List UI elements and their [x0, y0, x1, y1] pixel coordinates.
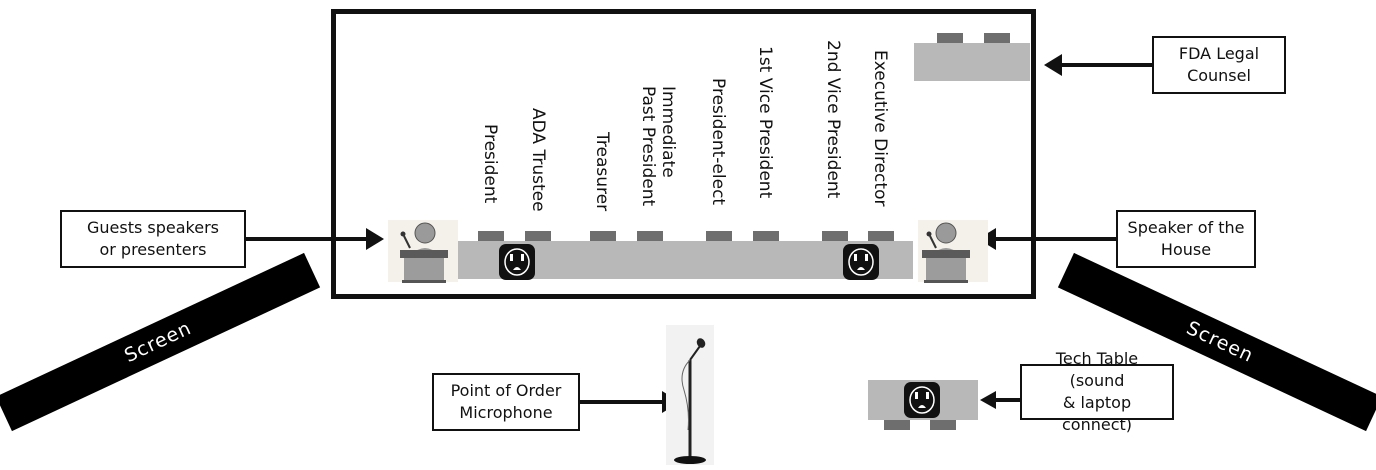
power-outlet-icon	[499, 244, 535, 280]
chair	[525, 231, 551, 241]
officer-label-president: President	[480, 124, 500, 204]
chair	[637, 231, 663, 241]
podium-right-icon	[918, 220, 988, 283]
arrow-speaker	[978, 228, 1116, 250]
point-of-order-label-box: Point of Order Microphone	[432, 373, 580, 431]
chair	[478, 231, 504, 241]
chair	[753, 231, 779, 241]
chair	[930, 420, 956, 430]
officer-label-ada-trustee: ADA Trustee	[528, 108, 548, 212]
fda-label-box: FDA Legal Counsel	[1152, 36, 1286, 94]
arrow-fda	[1044, 54, 1152, 76]
chair	[706, 231, 732, 241]
guests-label-box: Guests speakers or presenters	[60, 210, 246, 268]
podium-left-icon	[388, 220, 458, 283]
officer-label-second-vice-president: 2nd Vice President	[823, 40, 843, 199]
microphone-stand-icon	[666, 325, 714, 465]
speaker-label-box: Speaker of the House	[1116, 210, 1256, 268]
arrow-point-of-order	[580, 391, 680, 413]
chair	[868, 231, 894, 241]
chair	[984, 33, 1010, 43]
chair	[590, 231, 616, 241]
power-outlet-icon	[843, 244, 879, 280]
power-outlet-icon	[904, 382, 940, 418]
officer-label-president-elect: President-elect	[708, 78, 728, 206]
chair	[822, 231, 848, 241]
arrow-tech	[980, 391, 1020, 409]
arrow-guests	[246, 228, 384, 250]
chair	[884, 420, 910, 430]
officer-label-immediate-past-president: Immediate Past President	[638, 86, 678, 207]
chair	[937, 33, 963, 43]
officer-label-executive-director: Executive Director	[870, 50, 890, 207]
officer-label-first-vice-president: 1st Vice President	[755, 46, 775, 199]
fda-legal-counsel-table	[914, 43, 1030, 81]
stage-area	[331, 9, 1036, 299]
officer-label-treasurer: Treasurer	[592, 132, 612, 212]
